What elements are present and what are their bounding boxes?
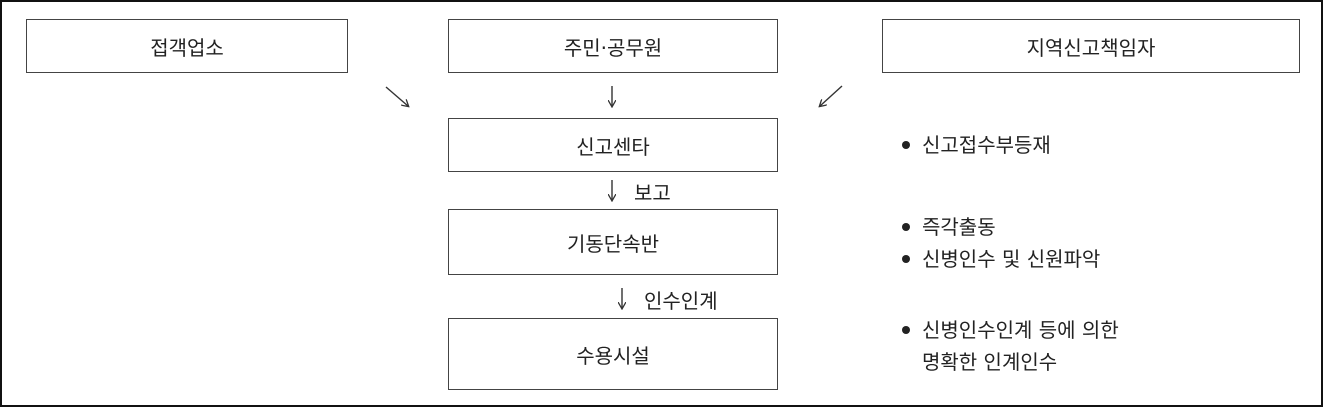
squad-note-item: 즉각출동	[898, 211, 1100, 243]
report-center-label: 신고센타	[576, 134, 650, 159]
mobile-squad-box: 기동단속반	[448, 209, 778, 275]
squad-notes: 즉각출동 신병인수 및 신원파악	[898, 211, 1100, 275]
center-notes: 신고접수부등재	[898, 129, 1051, 161]
bullet-dot	[902, 223, 910, 231]
arrow-regional-to-center	[820, 85, 843, 106]
residents-officials-label: 주민·공무원	[563, 35, 663, 60]
business-box: 접객업소	[26, 19, 348, 73]
facility-box: 수용시설	[448, 318, 778, 390]
squad-note-item: 신병인수 및 신원파악	[898, 243, 1100, 275]
business-label: 접객업소	[150, 35, 224, 60]
facility-note-continuation: 명확한 인계인수	[922, 350, 1058, 374]
residents-officials-box: 주민·공무원	[448, 19, 778, 73]
center-note-item: 신고접수부등재	[898, 129, 1051, 161]
facility-note-item: 신병인수인계 등에 의한	[898, 314, 1119, 346]
bullet-dot	[902, 255, 910, 263]
regional-officer-label: 지역신고책임자	[1026, 35, 1156, 60]
handover-arrow-label: 인수인계	[644, 289, 718, 313]
facility-notes: 신병인수인계 등에 의한 명확한 인계인수	[898, 314, 1119, 378]
facility-label: 수용시설	[576, 343, 650, 368]
report-center-box: 신고센타	[448, 118, 778, 172]
bullet-dot	[902, 326, 910, 334]
regional-officer-box: 지역신고책임자	[882, 19, 1300, 73]
mobile-squad-label: 기동단속반	[567, 231, 659, 256]
report-arrow-label: 보고	[634, 181, 671, 205]
bullet-dot	[902, 141, 910, 149]
arrow-business-to-center	[385, 86, 408, 106]
